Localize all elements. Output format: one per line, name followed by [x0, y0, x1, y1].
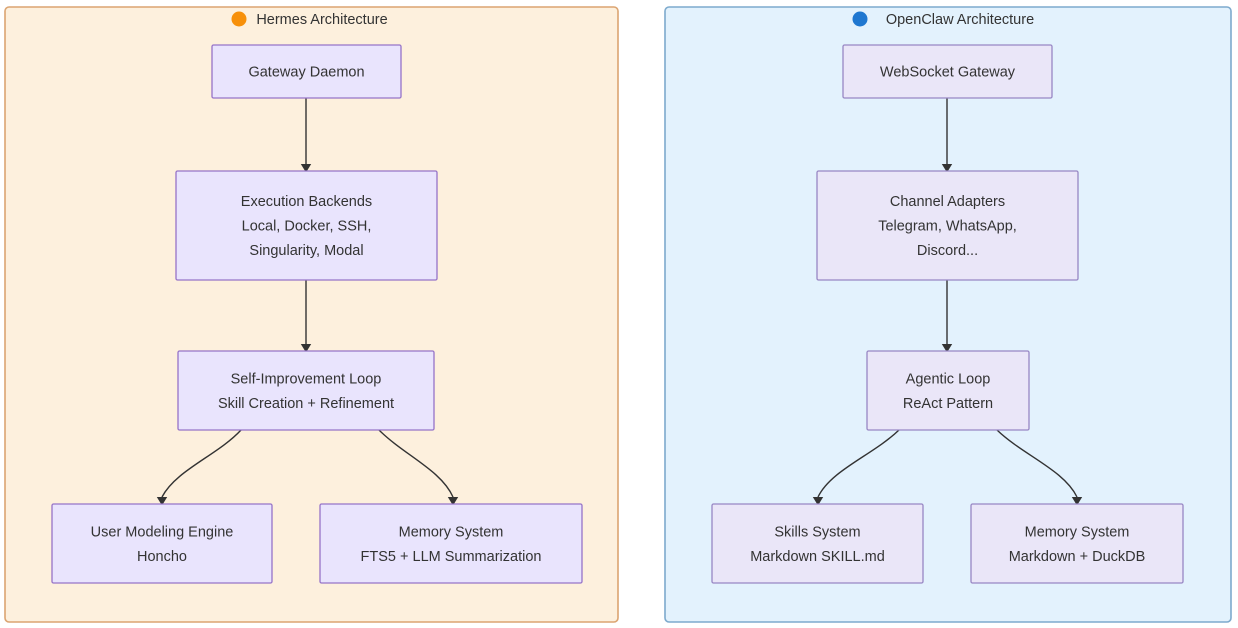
node-box-websocket-gateway[interactable] [842, 44, 1053, 99]
node-label-channel-adapters-line-2: Discord... [917, 243, 978, 259]
edge-loop-to-user-modeling [161, 429, 242, 498]
panel-background-openclaw [664, 6, 1232, 623]
node-label-channel-adapters-line-0: Channel Adapters [890, 194, 1005, 210]
node-label-memory-system-fts5-line-1: FTS5 + LLM Summarization [361, 549, 542, 565]
node-label-agentic-loop-line-0: Agentic Loop [906, 371, 991, 387]
arrow-head-agentic-to-skills [812, 497, 824, 506]
node-label-execution-backends-line-1: Local, Docker, SSH, [242, 219, 372, 235]
node-label-memory-system-duckdb-line-1: Markdown + DuckDB [1009, 549, 1146, 565]
edge-agentic-to-skills [817, 429, 900, 498]
arrow-head-loop-to-user-modeling [156, 497, 168, 506]
arrow-head-adapters-to-agentic [941, 344, 953, 353]
node-box-user-modeling-engine[interactable] [51, 503, 273, 584]
node-gateway-daemon[interactable]: Gateway Daemon [211, 44, 402, 99]
node-box-channel-adapters[interactable] [816, 170, 1079, 281]
arrow-head-backends-to-loop [300, 344, 312, 353]
panel-title-openclaw: OpenClaw Architecture [886, 12, 1034, 28]
node-box-memory-system-fts5[interactable] [319, 503, 583, 584]
node-label-agentic-loop-line-1: ReAct Pattern [903, 396, 993, 412]
node-label-execution-backends-line-2: Singularity, Modal [249, 243, 363, 259]
arrow-head-agentic-to-memory [1071, 497, 1083, 506]
node-label-user-modeling-engine-line-0: User Modeling Engine [91, 524, 234, 540]
node-box-skills-system[interactable] [711, 503, 924, 584]
node-label-execution-backends-line-0: Execution Backends [241, 194, 372, 210]
node-label-channel-adapters-line-1: Telegram, WhatsApp, [878, 219, 1017, 235]
arrow-head-loop-to-memory [447, 497, 459, 506]
node-box-gateway-daemon[interactable] [211, 44, 402, 99]
arrow-head-gateway-to-backends [300, 164, 312, 173]
node-box-execution-backends[interactable] [175, 170, 438, 281]
node-label-self-improvement-loop-line-1: Skill Creation + Refinement [218, 396, 394, 412]
node-label-gateway-daemon-line-0: Gateway Daemon [248, 65, 364, 81]
node-box-agentic-loop[interactable] [866, 350, 1030, 431]
orange-circle-icon [231, 11, 247, 27]
node-label-skills-system-line-0: Skills System [774, 524, 860, 540]
edge-loop-to-memory [378, 429, 454, 498]
node-label-memory-system-fts5-line-0: Memory System [399, 524, 504, 540]
node-box-self-improvement-loop[interactable] [177, 350, 435, 431]
node-box-memory-system-duckdb[interactable] [970, 503, 1184, 584]
panel-background-hermes [4, 6, 619, 623]
node-websocket-gateway[interactable]: WebSocket Gateway [842, 44, 1053, 99]
node-label-self-improvement-loop-line-0: Self-Improvement Loop [231, 371, 382, 387]
blue-circle-icon [852, 11, 868, 27]
node-label-memory-system-duckdb-line-0: Memory System [1025, 524, 1130, 540]
node-label-user-modeling-engine-line-1: Honcho [137, 549, 187, 565]
arrow-head-websocket-to-adapters [941, 164, 953, 173]
edge-agentic-to-memory [996, 429, 1078, 498]
node-label-skills-system-line-1: Markdown SKILL.md [750, 549, 885, 565]
panel-title-hermes: Hermes Architecture [256, 12, 387, 28]
node-label-websocket-gateway-line-0: WebSocket Gateway [880, 65, 1016, 81]
